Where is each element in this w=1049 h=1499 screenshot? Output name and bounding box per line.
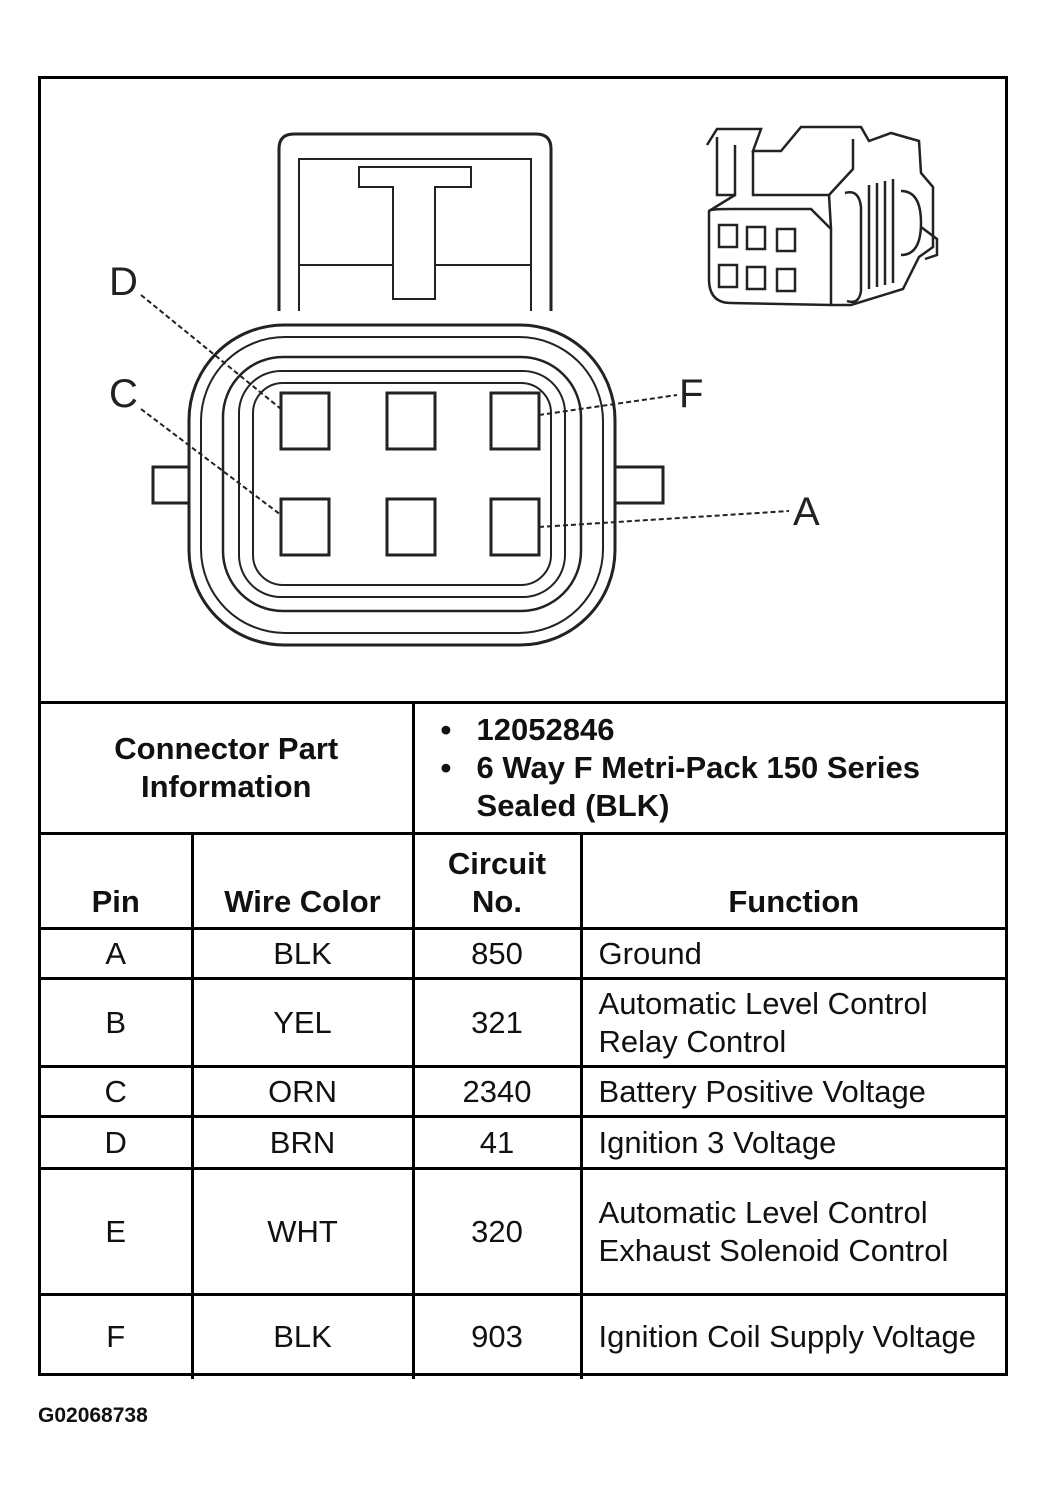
connector-info-label: Connector Part Information [41, 701, 415, 835]
callout-line-d [140, 294, 282, 410]
connector-info-row: Connector Part Information •12052846 •6 … [41, 701, 1006, 835]
cavity-e [385, 391, 437, 451]
table-row: E WHT 320 Automatic Level Control Exhaus… [41, 1167, 1006, 1296]
cell-function: Ignition Coil Supply Voltage [579, 1293, 1006, 1379]
cavity-f [489, 391, 541, 451]
cell-pin: A [41, 927, 194, 980]
cell-circuit-no: 903 [411, 1293, 583, 1379]
pin-callout-f: F [679, 372, 703, 416]
cell-wire-color: YEL [190, 977, 415, 1068]
cell-pin: B [41, 977, 194, 1068]
cell-wire-color: ORN [190, 1065, 415, 1118]
cell-wire-color: BRN [190, 1115, 415, 1170]
diagram-frame: D C F A [38, 76, 1008, 1379]
cavity-c [279, 497, 331, 557]
header-wire-color: Wire Color [190, 832, 415, 930]
cell-circuit-no: 41 [411, 1115, 583, 1170]
table-row: A BLK 850 Ground [41, 927, 1006, 980]
callout-line-f [538, 394, 678, 416]
terminal-cavities [279, 391, 541, 557]
connector-pinout-table: Connector Part Information •12052846 •6 … [41, 701, 1006, 1379]
cavity-a [489, 497, 541, 557]
figure-id: G02068738 [38, 1404, 148, 1427]
cell-pin: F [41, 1293, 194, 1379]
cell-function: Automatic Level Control Exhaust Solenoid… [579, 1167, 1006, 1296]
header-function: Function [579, 832, 1006, 930]
cell-pin: C [41, 1065, 194, 1118]
pin-callout-a: A [793, 490, 820, 534]
cell-circuit-no: 320 [411, 1167, 583, 1296]
cell-pin: D [41, 1115, 194, 1170]
header-pin: Pin [41, 832, 194, 930]
connector-iso-illustration [705, 125, 939, 307]
cavity-d [279, 391, 331, 451]
cell-wire-color: BLK [190, 1293, 415, 1379]
cell-circuit-no: 321 [411, 977, 583, 1068]
connector-body-outer [187, 323, 617, 647]
connector-face-drawing: D C F A [109, 125, 939, 647]
callout-line-a [538, 510, 790, 528]
header-circuit-no: Circuit No. [411, 832, 583, 930]
cell-wire-color: BLK [190, 927, 415, 980]
bullet-icon: • [440, 750, 452, 785]
connector-lock-tab [277, 132, 553, 311]
table-row: F BLK 903 Ignition Coil Supply Voltage [41, 1293, 1006, 1379]
cell-circuit-no: 2340 [411, 1065, 583, 1118]
bullet-icon: • [440, 712, 452, 747]
cell-function: Automatic Level Control Relay Control [579, 977, 1006, 1068]
cell-pin: E [41, 1167, 194, 1296]
cavity-b [385, 497, 437, 557]
connector-description: •6 Way F Metri-Pack 150 Series Sealed (B… [440, 750, 920, 823]
pin-callout-d: D [109, 260, 138, 304]
cell-function: Ignition 3 Voltage [579, 1115, 1006, 1170]
connector-info-details: •12052846 •6 Way F Metri-Pack 150 Series… [411, 701, 1006, 835]
table-row: D BRN 41 Ignition 3 Voltage [41, 1115, 1006, 1170]
connector-part-number: •12052846 [440, 712, 615, 747]
table-header-row: Pin Wire Color Circuit No. Function [41, 832, 1006, 930]
cell-function: Battery Positive Voltage [579, 1065, 1006, 1118]
pin-callout-c: C [109, 372, 138, 416]
table-row: C ORN 2340 Battery Positive Voltage [41, 1065, 1006, 1118]
cell-circuit-no: 850 [411, 927, 583, 980]
connector-diagram: D C F A [41, 79, 1005, 701]
callout-line-c [140, 408, 282, 516]
cell-wire-color: WHT [190, 1167, 415, 1296]
table-row: B YEL 321 Automatic Level Control Relay … [41, 977, 1006, 1068]
cell-function: Ground [579, 927, 1006, 980]
